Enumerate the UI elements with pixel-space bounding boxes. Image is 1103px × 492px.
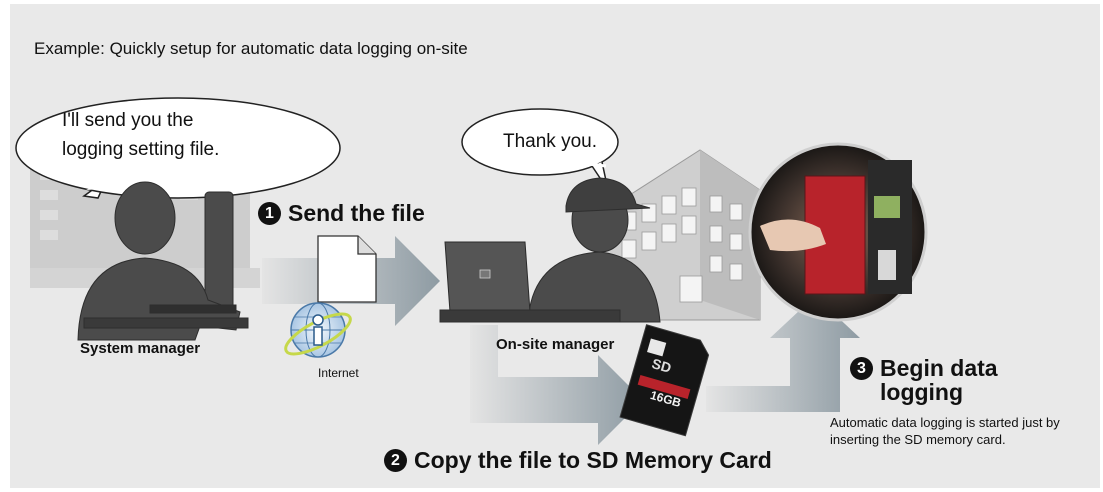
speech-bubble-system-manager	[15, 97, 341, 199]
step-2-number-badge: 2	[384, 449, 407, 472]
step-2-text: Copy the file to SD Memory Card	[414, 447, 772, 473]
onsite-manager-speech: Thank you.	[503, 131, 597, 152]
internet-label: Internet	[318, 366, 359, 380]
system-manager-speech-line-1: I'll send you the	[62, 110, 194, 131]
step-1-text: Send the file	[288, 200, 425, 226]
plc-photo	[748, 142, 928, 322]
copy-arrow	[470, 325, 643, 445]
diagram-heading: Example: Quickly setup for automatic dat…	[34, 39, 468, 58]
step-2-label: 2 Copy the file to SD Memory Card	[384, 447, 772, 474]
system-manager-label: System manager	[80, 340, 201, 357]
step-1-number-badge: 1	[258, 202, 281, 225]
step-3-text-line-1: Begin data	[880, 355, 998, 381]
onsite-manager-figure	[439, 177, 661, 323]
onsite-manager-label: On-site manager	[496, 336, 615, 353]
step-3-description: Automatic data logging is started just b…	[830, 415, 1060, 447]
file-document-icon	[317, 235, 377, 303]
system-manager-figure	[77, 181, 249, 341]
step-3-text-line-2: logging	[880, 379, 964, 405]
svg-text:SD: SD	[650, 355, 673, 376]
insert-arrow	[706, 296, 860, 412]
internet-globe-icon	[284, 302, 352, 358]
step-3-number-badge: 3	[850, 357, 873, 380]
system-manager-speech-line-2: logging setting file.	[62, 139, 220, 160]
step-3-label: 3 Begin data logging	[850, 356, 998, 404]
sd-memory-card-icon: SD	[619, 324, 710, 437]
step-1-label: 1 Send the file	[258, 200, 425, 227]
